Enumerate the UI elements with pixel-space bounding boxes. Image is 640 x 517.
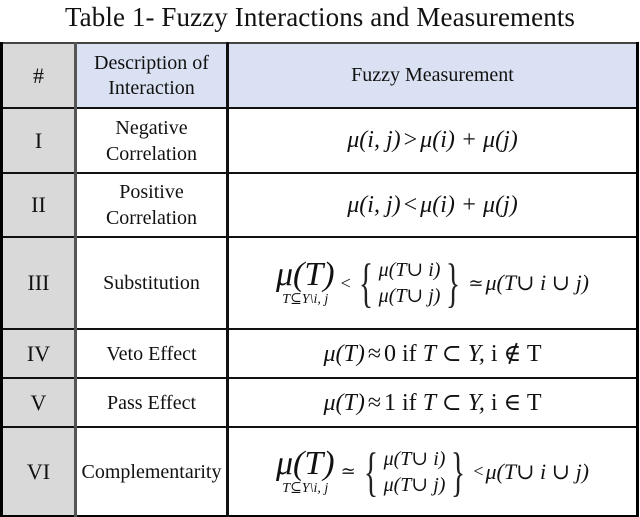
table-header-row: # Description of Interaction Fuzzy Measu… <box>1 43 638 108</box>
formula-membership: i ∈ T <box>490 390 542 416</box>
formula-case: μ(T∪ j) <box>378 285 441 307</box>
table-title: Table 1- Fuzzy Interactions and Measurem… <box>64 2 576 32</box>
formula: μ(T)≈1 if T ⊂ Y, i ∈ T <box>323 390 541 416</box>
formula: μ(T) T⊆Y\i, j < { μ(T∪ i) μ(T∪ j) } ≃ μ(… <box>276 256 589 310</box>
formula: μ(T)≈0 if T ⊂ Y, i ∉ T <box>323 341 541 367</box>
row-formula: μ(T)≈0 if T ⊂ Y, i ∉ T <box>227 328 638 378</box>
row-formula: μ(i, j)>μ(i) + μ(j) <box>227 107 638 173</box>
formula-relation: < <box>473 461 484 481</box>
table-row: II Positive Correlation μ(i, j)<μ(i) + μ… <box>1 172 638 237</box>
formula-subscript: T⊆Y\i, j <box>282 480 329 496</box>
formula-lhs: μ(i, j) <box>347 191 401 218</box>
row-num: I <box>1 107 77 173</box>
formula-lhs-block: μ(T) T⊆Y\i, j <box>275 444 335 497</box>
formula: μ(T) T⊆Y\i, j ≃ { μ(T∪ i) μ(T∪ j) } < μ(… <box>276 445 589 499</box>
left-brace-icon: { <box>363 441 378 502</box>
formula-lhs: μ(T) <box>275 256 335 293</box>
formula-lhs: μ(T) <box>275 444 335 482</box>
formula: μ(i, j)<μ(i) + μ(j) <box>347 192 518 218</box>
row-description: Substitution <box>75 236 229 329</box>
formula-condition: if <box>402 341 417 367</box>
formula-relation: < <box>403 191 418 218</box>
formula-lhs: μ(T) <box>323 390 365 416</box>
row-formula: μ(T) T⊆Y\i, j < { μ(T∪ i) μ(T∪ j) } ≃ μ(… <box>227 236 638 329</box>
left-brace-icon: { <box>358 253 373 313</box>
row-description: Veto Effect <box>75 328 229 378</box>
formula-set: T ⊂ Y, <box>422 341 485 367</box>
row-num: II <box>1 172 77 237</box>
formula-value: 0 <box>384 341 397 367</box>
formula-set: T ⊂ Y, <box>422 390 485 416</box>
table-row: III Substitution μ(T) T⊆Y\i, j < { μ(T∪ … <box>1 236 638 329</box>
formula-rhs: μ(i) + μ(j) <box>420 191 518 218</box>
formula-condition: if <box>402 390 417 416</box>
formula-relation: > <box>403 127 418 153</box>
table-row: V Pass Effect μ(T)≈1 if T ⊂ Y, i ∈ T <box>1 377 638 427</box>
row-num: IV <box>1 328 77 378</box>
formula-subscript: T⊆Y\i, j <box>282 292 329 307</box>
header-description: Description of Interaction <box>75 43 229 108</box>
header-num: # <box>1 43 77 108</box>
row-formula: μ(i, j)<μ(i) + μ(j) <box>227 172 638 237</box>
formula-lhs: μ(T) <box>323 341 365 367</box>
right-brace-icon: } <box>451 441 466 502</box>
formula-membership: i ∉ T <box>490 341 542 367</box>
row-num: V <box>1 377 77 427</box>
row-num: VI <box>1 426 77 516</box>
right-brace-icon: } <box>446 253 461 313</box>
fuzzy-interactions-table: # Description of Interaction Fuzzy Measu… <box>0 42 639 517</box>
table-row: VI Complementarity μ(T) T⊆Y\i, j ≃ { μ(T… <box>1 426 638 516</box>
formula-relation: ≃ <box>340 461 356 481</box>
formula-rhs: μ(i) + μ(j) <box>420 127 518 153</box>
formula-cases: μ(T∪ i) μ(T∪ j) <box>379 257 441 309</box>
row-description: Negative Correlation <box>75 107 229 173</box>
formula-relation: ≃ <box>468 272 484 293</box>
formula-relation: ≈ <box>367 390 382 416</box>
formula-relation: < <box>340 272 351 293</box>
formula-case: μ(T∪ i) <box>378 259 441 281</box>
formula-lhs: μ(i, j) <box>347 127 401 153</box>
header-measurement: Fuzzy Measurement <box>227 43 638 108</box>
formula-value: 1 <box>384 390 397 416</box>
formula-lhs-block: μ(T) T⊆Y\i, j <box>276 258 335 308</box>
row-description: Complementarity <box>75 426 229 516</box>
formula: μ(i, j)>μ(i) + μ(j) <box>347 127 518 153</box>
row-description: Pass Effect <box>75 377 229 427</box>
row-num: III <box>1 236 77 329</box>
row-formula: μ(T)≈1 if T ⊂ Y, i ∈ T <box>227 377 638 427</box>
table-row: IV Veto Effect μ(T)≈0 if T ⊂ Y, i ∉ T <box>1 328 638 378</box>
formula-case: μ(T∪ i) <box>383 447 446 470</box>
row-formula: μ(T) T⊆Y\i, j ≃ { μ(T∪ i) μ(T∪ j) } < μ(… <box>227 426 638 516</box>
formula-rhs: μ(T∪ i ∪ j) <box>485 458 590 484</box>
formula-cases: μ(T∪ i) μ(T∪ j) <box>384 446 446 498</box>
formula-case: μ(T∪ j) <box>383 473 446 496</box>
table-row: I Negative Correlation μ(i, j)>μ(i) + μ(… <box>1 107 638 173</box>
formula-rhs: μ(T∪ i ∪ j) <box>485 270 590 295</box>
formula-relation: ≈ <box>367 341 382 367</box>
row-description: Positive Correlation <box>75 172 229 237</box>
